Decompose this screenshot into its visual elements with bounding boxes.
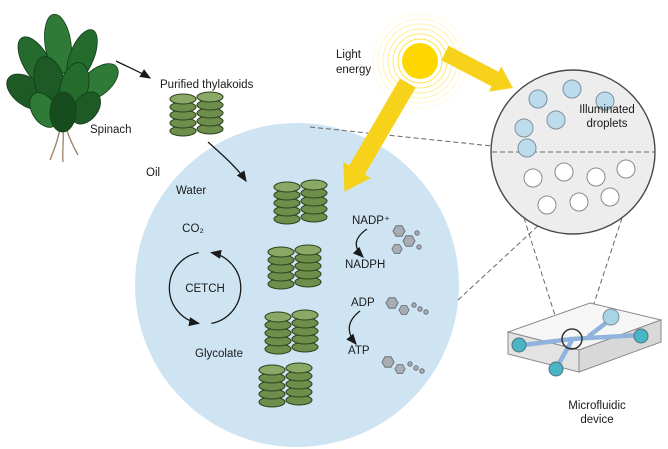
oil-label: Oil: [146, 167, 160, 179]
dark-droplet: [600, 187, 620, 207]
illuminated-droplet: [546, 110, 566, 130]
plant-roots: [49, 127, 79, 163]
adp-label: ADP: [351, 297, 375, 309]
illuminated-droplet: [514, 118, 534, 138]
zoom-dash-top: [309, 126, 493, 147]
sun-core-icon: [402, 43, 438, 79]
zoom-dash-bottom: [457, 223, 541, 301]
nadp-label: NADP⁺: [352, 215, 390, 227]
microfluidic-device: Microfluidic device: [506, 302, 663, 426]
microfluidic-label-line2: device: [580, 414, 613, 426]
illuminated-droplets-view: Illuminated droplets: [490, 69, 656, 235]
dark-droplet: [523, 168, 543, 188]
dark-droplet: [554, 162, 574, 182]
illuminated-droplet: [517, 138, 537, 158]
device-zoom-dash-left: [523, 217, 561, 332]
illuminated-droplets-label-line2: droplets: [587, 118, 628, 130]
light-arrow-to-droplets-circle: [441, 45, 513, 92]
light-energy-label-line1: Light: [336, 49, 362, 61]
illuminated-droplet: [595, 91, 615, 111]
illuminated-droplets-label-line1: Illuminated: [579, 104, 635, 116]
leaf: [49, 91, 77, 133]
illuminated-droplet: [562, 79, 582, 99]
dark-droplet: [537, 195, 557, 215]
light-arrow-to-droplet: [343, 78, 416, 192]
co2-label: CO₂: [182, 223, 204, 235]
spinach-plant: [6, 13, 119, 163]
sun-ring: [397, 38, 443, 84]
droplet-reservoir: [602, 308, 620, 326]
inlet-port: [548, 361, 564, 377]
adp-to-atp-arrow: [346, 310, 361, 345]
leaf: [71, 91, 101, 125]
dark-droplet: [569, 192, 589, 212]
glycolate-label: Glycolate: [195, 348, 243, 360]
plant-to-thylakoids-arrow: [115, 60, 152, 79]
illuminated-droplet: [528, 89, 548, 109]
light-energy-label-line2: energy: [336, 64, 371, 76]
dark-droplet: [586, 167, 606, 187]
outlet-port: [633, 328, 649, 344]
nadph-label: NADPH: [345, 259, 385, 271]
purified-thylakoids-label: Purified thylakoids: [160, 79, 254, 91]
purified-thylakoid-stack: [170, 92, 223, 136]
water-label: Water: [176, 185, 206, 197]
atp-label: ATP: [348, 345, 370, 357]
nadp-to-nadph-arrow: [352, 228, 368, 258]
spinach-label: Spinach: [90, 124, 132, 136]
inlet-port: [511, 337, 527, 353]
junction-highlight-ring: [561, 328, 583, 350]
cetch-cycle-arc-left: [168, 251, 201, 327]
nadp-molecule-icon: [391, 225, 422, 254]
atp-molecule-icon: [381, 356, 425, 374]
cetch-label: CETCH: [185, 283, 225, 295]
thylakoids-to-droplet-arrow: [207, 141, 247, 183]
cetch-cycle-arc-right: [210, 249, 242, 325]
adp-molecule-icon: [385, 297, 429, 315]
dark-droplet: [616, 159, 636, 179]
microfluidic-label-line1: Microfluidic: [568, 400, 626, 412]
